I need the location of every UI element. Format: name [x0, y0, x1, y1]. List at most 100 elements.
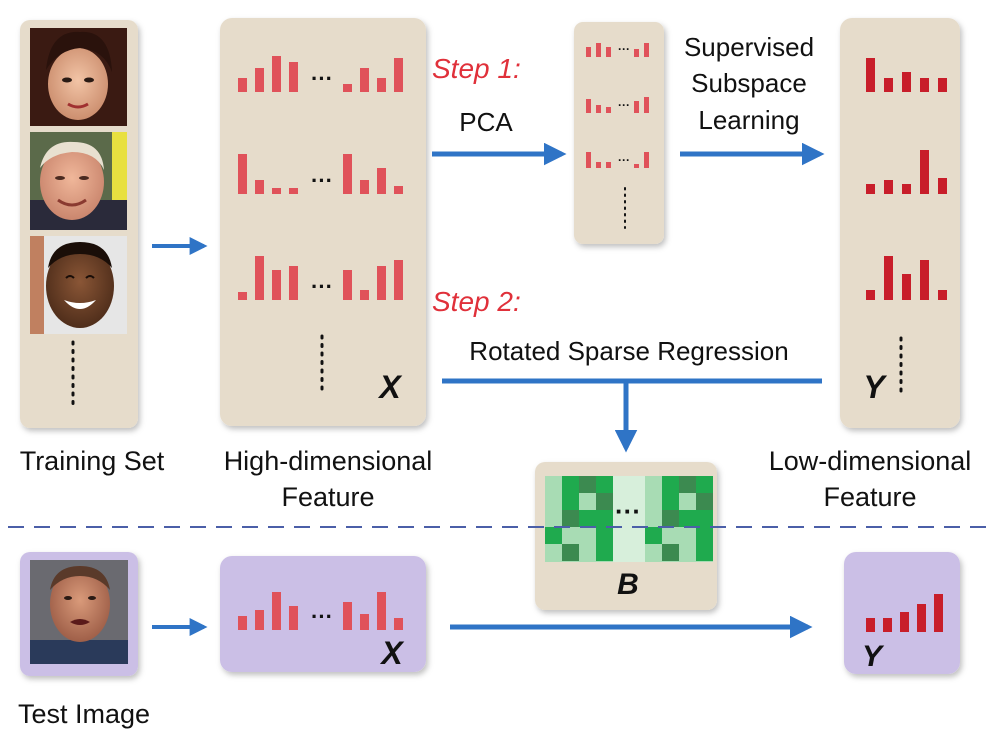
high-dim-feature-panel — [220, 18, 426, 426]
feature-bar — [272, 592, 281, 630]
feature-bar — [938, 290, 947, 300]
b-matrix-cell — [696, 493, 713, 510]
feature-bar — [920, 78, 929, 92]
high-dim-label-line1: High-dimensional — [224, 446, 433, 476]
pca-label: PCA — [459, 107, 513, 137]
matrix-b: B — [617, 568, 639, 601]
feature-bar — [377, 168, 386, 194]
test-x-panel — [220, 556, 426, 672]
feature-bar — [360, 290, 369, 300]
bar-ellipsis: ··· — [311, 66, 333, 91]
matrix-y-top: Y — [863, 369, 887, 405]
feature-bar — [644, 97, 649, 113]
feature-bar — [343, 602, 352, 630]
bar-ellipsis: ··· — [618, 42, 630, 56]
b-matrix-cell — [596, 527, 613, 544]
b-matrix-cell — [662, 476, 679, 493]
b-matrix-cell — [545, 527, 562, 544]
feature-bar — [884, 180, 893, 194]
supervised-label-line3: Learning — [698, 105, 799, 135]
feature-bar — [238, 616, 247, 630]
feature-bar — [255, 610, 264, 630]
feature-bar — [883, 618, 892, 632]
b-matrix-cell — [645, 527, 662, 544]
feature-bar — [938, 78, 947, 92]
feature-bar — [586, 99, 591, 113]
matrix-x-top: X — [377, 369, 402, 405]
low-dim-label-line2: Feature — [823, 482, 916, 512]
feature-bar — [377, 266, 386, 300]
bar-ellipsis: ··· — [618, 153, 630, 167]
feature-bar — [596, 162, 601, 168]
test-image-label: Test Image — [18, 699, 150, 729]
feature-bar — [343, 154, 352, 194]
face-photo-icon — [30, 132, 127, 230]
low-dim-feature-panel — [840, 18, 960, 428]
feature-bar — [394, 618, 403, 630]
low-dim-label-line1: Low-dimensional — [769, 446, 972, 476]
feature-bar — [884, 256, 893, 300]
b-matrix-cell — [662, 493, 679, 510]
feature-bar — [272, 56, 281, 92]
feature-bar — [586, 152, 591, 168]
b-matrix-cell — [596, 544, 613, 561]
feature-bar — [238, 292, 247, 300]
feature-bar — [644, 43, 649, 57]
b-matrix-cell — [579, 476, 596, 493]
feature-bar — [938, 178, 947, 194]
feature-bar — [360, 68, 369, 92]
bar-ellipsis: ··· — [311, 604, 333, 629]
feature-bar — [272, 188, 281, 194]
feature-bar — [917, 604, 926, 632]
face-photo-icon — [30, 560, 128, 664]
face-photo-icon — [30, 236, 127, 334]
feature-bar — [343, 84, 352, 92]
b-matrix-cell — [679, 510, 696, 527]
high-dim-label-line2: Feature — [281, 482, 374, 512]
bar-ellipsis: ··· — [618, 98, 630, 112]
feature-bar — [866, 184, 875, 194]
bar-ellipsis: ··· — [311, 274, 333, 299]
feature-bar — [238, 154, 247, 194]
feature-bar — [360, 180, 369, 194]
feature-bar — [394, 186, 403, 194]
feature-bar — [596, 43, 601, 57]
feature-bar — [606, 47, 611, 57]
feature-bar — [255, 68, 264, 92]
feature-bar — [902, 184, 911, 194]
feature-bar — [634, 164, 639, 168]
feature-bar — [343, 270, 352, 300]
feature-bar — [289, 606, 298, 630]
b-matrix-gap — [613, 476, 645, 562]
feature-bar — [920, 260, 929, 300]
feature-bar — [644, 152, 649, 168]
supervised-label-line1: Supervised — [684, 32, 814, 62]
feature-bar — [920, 150, 929, 194]
b-matrix-cell — [562, 544, 579, 561]
face-photo-icon — [30, 28, 127, 126]
feature-bar — [866, 58, 875, 92]
feature-bar — [596, 105, 601, 113]
b-matrix-cell — [696, 476, 713, 493]
pca-feature-panel — [574, 22, 664, 244]
feature-bar — [377, 592, 386, 630]
feature-bar — [586, 47, 591, 57]
training-set-label: Training Set — [20, 446, 165, 476]
matrix-y-bottom: Y — [862, 640, 885, 673]
b-matrix-cell — [696, 527, 713, 544]
feature-bar — [255, 256, 264, 300]
b-matrix-cell — [562, 510, 579, 527]
step2-label: Step 2: — [432, 286, 521, 317]
feature-bar — [289, 188, 298, 194]
rotated-regression-label: Rotated Sparse Regression — [469, 336, 788, 366]
b-matrix-cell — [662, 544, 679, 561]
feature-bar — [902, 72, 911, 92]
feature-bar — [634, 49, 639, 57]
feature-bar — [394, 58, 403, 92]
b-matrix-cell — [562, 476, 579, 493]
b-matrix-cell — [596, 510, 613, 527]
feature-bar — [866, 290, 875, 300]
feature-bar — [394, 260, 403, 300]
supervised-label-line2: Subspace — [691, 68, 807, 98]
